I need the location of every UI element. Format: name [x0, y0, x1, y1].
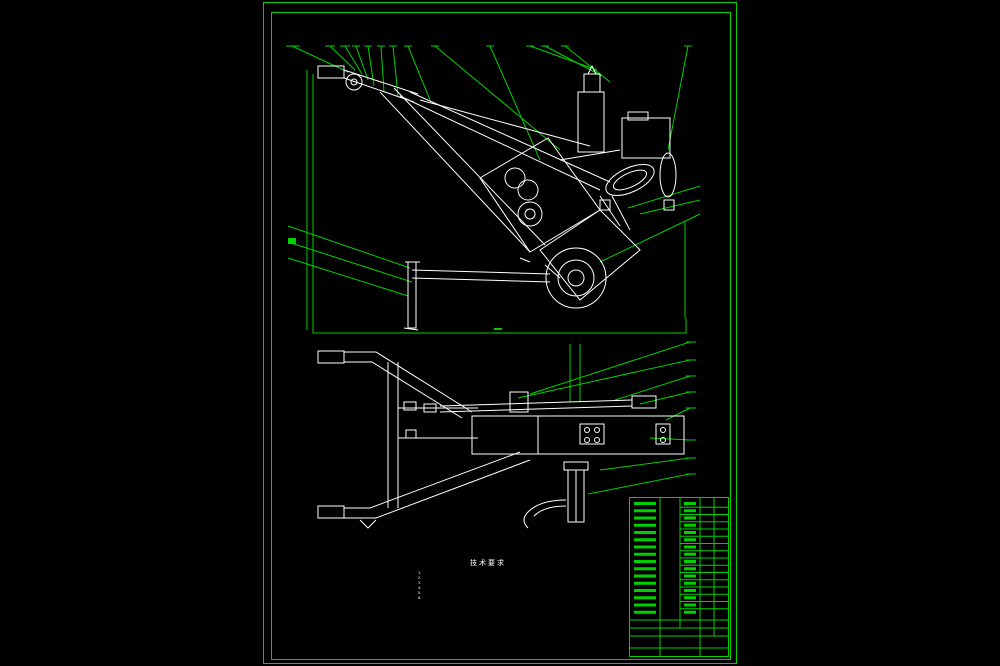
parts-list-grid	[629, 497, 729, 657]
parts-list-code-mark	[684, 610, 696, 614]
parts-list-code-mark	[684, 581, 696, 585]
parts-list-name-mark	[634, 509, 656, 513]
parts-list-name-mark	[634, 502, 656, 505]
parts-list-name-mark	[634, 531, 656, 534]
title-block	[629, 497, 729, 657]
side-view	[286, 45, 701, 334]
top-view	[317, 341, 696, 529]
note-line-2: 2.	[418, 576, 422, 580]
parts-list-name-mark	[634, 574, 656, 578]
parts-list-code-mark	[684, 531, 696, 534]
parts-list-code-mark	[684, 603, 696, 607]
parts-list-code-mark	[684, 516, 696, 520]
parts-list-name-mark	[634, 538, 656, 542]
parts-list-code-mark	[684, 552, 696, 556]
parts-list-name-mark	[634, 596, 656, 600]
parts-list-code-mark	[684, 596, 696, 600]
parts-list-code-mark	[684, 574, 696, 578]
parts-list-code-mark	[684, 560, 696, 563]
note-line-3: 3.	[418, 581, 422, 585]
technical-requirements: 技术要求 1. 2. 3. 4. 5. 6.	[418, 558, 558, 601]
drawing-sheet-border	[263, 2, 737, 664]
parts-list-name-mark	[634, 560, 656, 563]
note-line-1: 1.	[418, 571, 422, 575]
parts-list-name-mark	[634, 552, 656, 556]
parts-list-name-mark	[634, 581, 656, 585]
parts-list-name-mark	[634, 545, 656, 549]
parts-list-code-mark	[684, 589, 696, 592]
parts-list-code-mark	[684, 567, 696, 571]
note-line-5: 5.	[418, 591, 422, 595]
parts-list-name-mark	[634, 610, 656, 614]
parts-list-code-mark	[684, 509, 696, 513]
parts-list-code-mark	[684, 538, 696, 542]
parts-list-name-mark	[634, 603, 656, 607]
note-line-4: 4.	[418, 586, 422, 590]
parts-list-name-mark	[634, 516, 656, 520]
parts-list-code-mark	[684, 545, 696, 549]
parts-list-code-mark	[684, 502, 696, 505]
parts-list-name-mark	[634, 567, 656, 571]
drawing-frame-border	[271, 12, 731, 660]
parts-list-name-mark	[634, 523, 656, 527]
parts-list-name-mark	[634, 589, 656, 592]
parts-list-code-mark	[684, 523, 696, 527]
note-line-6: 6.	[418, 596, 422, 600]
callout-marks	[288, 238, 502, 330]
technical-requirements-title: 技术要求	[470, 559, 506, 567]
